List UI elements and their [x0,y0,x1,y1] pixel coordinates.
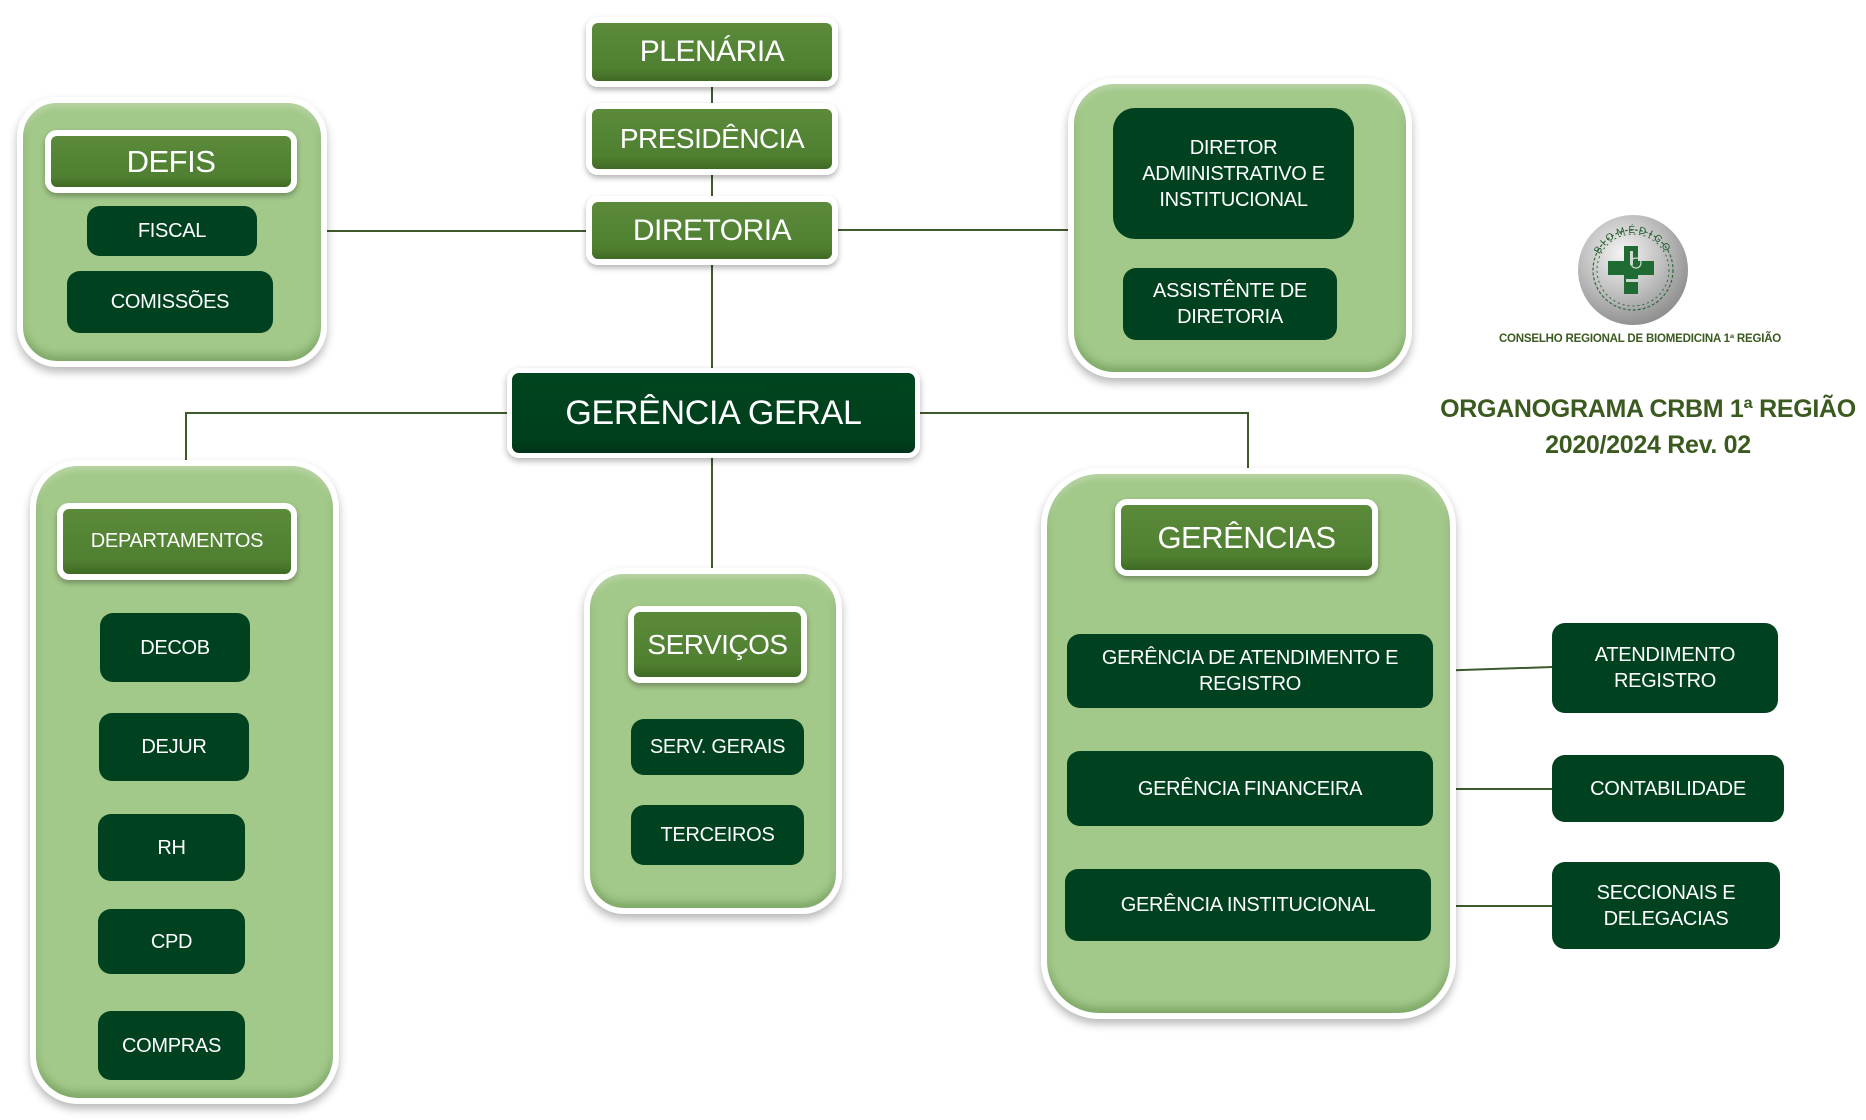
rh-label: RH [157,836,186,859]
org-name: CONSELHO REGIONAL DE BIOMEDICINA 1ª REGI… [1498,333,1782,345]
title-line-2: 2020/2024 Rev. 02 [1545,431,1751,459]
title-line-1: ORGANOGRAMA CRBM 1ª REGIÃO [1440,395,1856,423]
diretoria-label: DIRETORIA [632,213,792,247]
diretor-administrativo-box: DIRETOR ADMINISTRATIVO E INSTITUCIONAL [1113,108,1354,239]
connector-gerencia-geral-servicos [711,457,713,572]
connector-gerencia-geral-gerencias-v [1247,412,1249,472]
gerencia-geral-label: GERÊNCIA GERAL [565,393,862,432]
rh-box: RH [98,814,245,881]
biomedicine-emblem-icon: BIOMÉDICO [1578,215,1688,325]
connector-plenaria-presidencia [711,86,713,104]
connector-gerencia-geral-gerencias-h [919,412,1248,414]
decob-box: DECOB [100,613,250,682]
comissoes-label: COMISSÕES [110,291,230,313]
connector-gerencia-geral-departamentos-h [185,412,509,414]
cpd-box: CPD [98,909,245,974]
defis-header: DEFIS [45,130,297,193]
defis-header-label: DEFIS [126,143,216,179]
seccionais-delegacias-label: SECCIONAIS E DELEGACIAS [1596,881,1736,930]
fiscal-label: FISCAL [137,220,207,242]
departamentos-header: DEPARTAMENTOS [57,503,297,580]
crbm-logo: BIOMÉDICO [1576,213,1690,327]
servicos-header-label: SERVIÇOS [647,628,788,660]
connector-diretoria-diretor-group [836,229,1070,231]
compras-box: COMPRAS [98,1011,245,1080]
gerencia-atendimento-label: GERÊNCIA DE ATENDIMENTO E REGISTRO [1101,647,1399,695]
assistente-diretoria-label: ASSISTÊNTE DE DIRETORIA [1153,280,1307,328]
serv-gerais-box: SERV. GERAIS [631,719,804,775]
atendimento-registro-label: ATENDIMENTO REGISTRO [1594,644,1736,692]
gerencia-financeira-box: GERÊNCIA FINANCEIRA [1067,751,1433,826]
gerencia-atendimento-box: GERÊNCIA DE ATENDIMENTO E REGISTRO [1067,634,1433,708]
presidencia-box: PRESIDÊNCIA [586,103,838,175]
connector-financeira [1432,788,1553,790]
connector-diretoria-gerencia-geral [711,264,713,369]
decob-label: DECOB [140,636,210,659]
gerencias-header-label: GERÊNCIAS [1157,519,1336,555]
dejur-label: DEJUR [141,736,207,758]
gerencia-institucional-label: GERÊNCIA INSTITUCIONAL [1120,894,1376,916]
seccionais-delegacias-box: SECCIONAIS E DELEGACIAS [1552,862,1780,949]
diretoria-box: DIRETORIA [586,196,838,265]
compras-label: COMPRAS [121,1034,222,1057]
departamentos-header-label: DEPARTAMENTOS [90,530,264,552]
diretor-administrativo-label: DIRETOR ADMINISTRATIVO E INSTITUCIONAL [1142,136,1325,211]
presidencia-label: PRESIDÊNCIA [619,123,805,154]
connector-diretoria-defis [326,230,586,232]
servicos-header: SERVIÇOS [628,606,807,683]
contabilidade-box: CONTABILIDADE [1552,755,1784,822]
terceiros-label: TERCEIROS [660,824,775,846]
cpd-label: CPD [150,930,193,953]
terceiros-box: TERCEIROS [631,805,804,865]
plenaria-label: PLENÁRIA [639,35,785,68]
assistente-diretoria-box: ASSISTÊNTE DE DIRETORIA [1123,268,1337,340]
contabilidade-label: CONTABILIDADE [1590,777,1746,800]
dejur-box: DEJUR [99,713,249,781]
connector-institucional [1430,905,1553,907]
connector-presidencia-diretoria [711,174,713,198]
comissoes-box: COMISSÕES [67,271,273,333]
fiscal-box: FISCAL [87,206,257,256]
gerencia-financeira-label: GERÊNCIA FINANCEIRA [1137,777,1363,800]
gerencias-header: GERÊNCIAS [1115,499,1378,576]
serv-gerais-label: SERV. GERAIS [649,736,786,758]
plenaria-box: PLENÁRIA [586,17,838,87]
gerencia-institucional-box: GERÊNCIA INSTITUCIONAL [1065,869,1431,941]
gerencia-geral-box: GERÊNCIA GERAL [507,368,920,458]
connector-gerencia-geral-departamentos-v [185,412,187,464]
atendimento-registro-box: ATENDIMENTO REGISTRO [1552,623,1778,713]
